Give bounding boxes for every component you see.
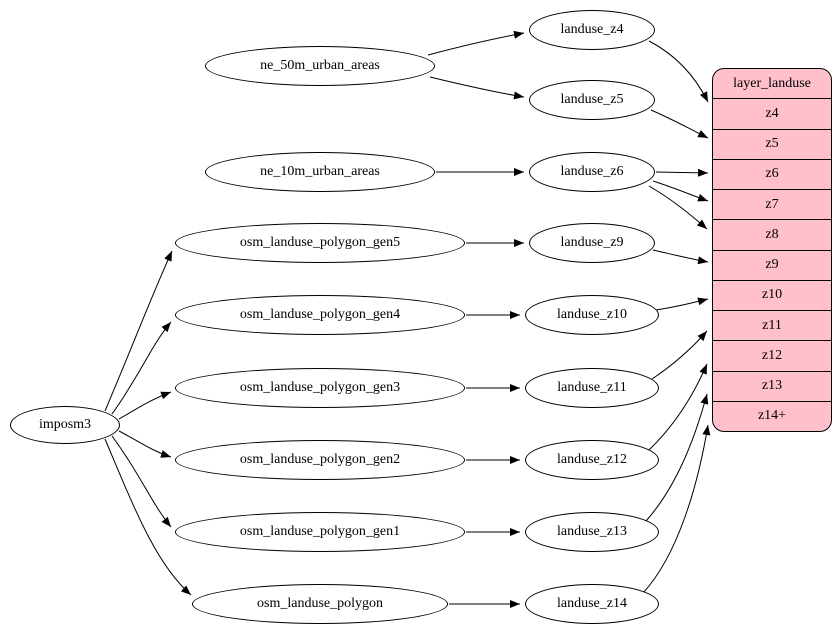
edge-landuse-z6-layer-landuse-z8 — [648, 185, 708, 230]
record-row-z12: z12 — [713, 340, 831, 370]
record-row-z6: z6 — [713, 158, 831, 189]
edge-imposm3-osm-landuse-polygon-gen3 — [118, 391, 172, 420]
edge-landuse-z12-layer-landuse-z12 — [648, 363, 708, 451]
record-row-z9: z9 — [713, 249, 831, 280]
edge-landuse-z5-layer-landuse-z5 — [650, 109, 709, 139]
edge-imposm3-osm-landuse-polygon-gen5 — [104, 250, 173, 412]
node-landuse-z6: landuse_z6 — [529, 152, 655, 192]
edge-landuse-z10-layer-landuse-z10 — [655, 297, 709, 311]
node-landuse-z4: landuse_z4 — [529, 10, 655, 50]
edge-landuse-z11-layer-landuse-z11 — [651, 330, 708, 380]
record-row-z7: z7 — [713, 189, 831, 219]
node-osm-landuse-polygon-gen4: osm_landuse_polygon_gen4 — [175, 295, 465, 335]
node-landuse-z11: landuse_z11 — [525, 368, 659, 408]
node-landuse-z12: landuse_z12 — [525, 440, 659, 480]
node-osm-landuse-polygon: osm_landuse_polygon — [192, 584, 448, 624]
record-row-z5: z5 — [713, 128, 831, 159]
edge-imposm3-osm-landuse-polygon-gen1 — [111, 435, 172, 528]
node-osm-landuse-polygon-gen2: osm_landuse_polygon_gen2 — [175, 440, 465, 480]
node-landuse-z9: landuse_z9 — [529, 223, 655, 263]
record-row-z4: z4 — [713, 98, 831, 128]
record-row-z14plus: z14+ — [713, 400, 831, 431]
edge-landuse-z4-layer-landuse-z4 — [648, 40, 709, 103]
record-row-z11: z11 — [713, 310, 831, 340]
node-landuse-z5: landuse_z5 — [529, 80, 655, 120]
node-osm-landuse-polygon-gen3: osm_landuse_polygon_gen3 — [175, 368, 465, 408]
edge-imposm3-osm-landuse-polygon-gen2 — [118, 430, 172, 458]
edge-landuse-z9-layer-landuse-z9 — [652, 249, 709, 265]
node-ne-10m-urban-areas: ne_10m_urban_areas — [205, 152, 435, 192]
node-imposm3: imposm3 — [10, 406, 120, 444]
record-row-z10: z10 — [713, 279, 831, 310]
node-osm-landuse-polygon-gen1: osm_landuse_polygon_gen1 — [175, 512, 465, 552]
edge-landuse-z6-layer-landuse-z6 — [655, 168, 709, 177]
record-row-z13: z13 — [713, 370, 831, 401]
node-ne-50m-urban-areas: ne_50m_urban_areas — [205, 46, 435, 86]
edge-ne-50m-urban-areas-landuse-z4 — [427, 30, 525, 56]
edge-imposm3-osm-landuse-polygon-gen4 — [111, 321, 172, 415]
edge-landuse-z14-layer-landuse-z14 — [642, 424, 711, 594]
record-layer-landuse: layer_landuse z4 z5 z6 z7 z8 z9 z10 z11 … — [712, 68, 832, 432]
node-osm-landuse-polygon-gen5: osm_landuse_polygon_gen5 — [175, 223, 465, 263]
node-landuse-z10: landuse_z10 — [525, 295, 659, 335]
record-title: layer_landuse — [733, 75, 811, 91]
edge-landuse-z6-layer-landuse-z7 — [652, 180, 709, 202]
record-row-z8: z8 — [713, 219, 831, 249]
node-landuse-z14: landuse_z14 — [525, 584, 659, 624]
node-landuse-z13: landuse_z13 — [525, 512, 659, 552]
edge-ne-50m-urban-areas-landuse-z5 — [429, 76, 525, 100]
